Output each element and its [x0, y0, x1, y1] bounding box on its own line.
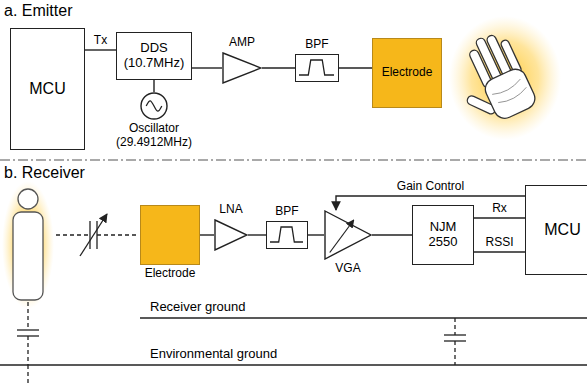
electrode-plate: Electrode [140, 205, 200, 281]
section-heading: b. Receiver [4, 164, 85, 182]
electrode-plate: Electrode [372, 38, 442, 108]
environmental-ground-line [0, 364, 587, 365]
bandpass-symbol [299, 60, 334, 75]
block-name: AMP [222, 36, 262, 50]
coupling-capacitor [56, 234, 90, 235]
filter-box [266, 221, 308, 249]
ground-label: Environmental ground [150, 347, 277, 362]
hand-illustration [491, 78, 528, 106]
oscillator-circle [140, 92, 168, 120]
signal-wire [248, 234, 266, 235]
coupling-capacitor [97, 234, 138, 235]
ground-capacitor [444, 334, 466, 335]
signal-wire [372, 234, 412, 235]
ground-capacitor [27, 302, 28, 330]
person-illustration [2, 181, 54, 309]
signal-wire [262, 67, 295, 68]
block-name: MCU [29, 80, 65, 98]
variable-gain-arrow [330, 220, 354, 253]
block-name: BPF [266, 205, 308, 219]
signal-wire [339, 67, 372, 68]
bandpass-filter: BPF [295, 38, 339, 82]
hand-illustration [449, 16, 561, 140]
signal-label: Tx [92, 34, 109, 48]
filter-box [295, 54, 339, 82]
ground-capacitor [27, 336, 28, 365]
ground-capacitor [454, 318, 455, 335]
sine-symbol [146, 101, 162, 111]
amplifier-triangle [222, 52, 262, 84]
block-name: VGA [324, 262, 372, 276]
ground-capacitor [27, 365, 28, 385]
signal-wire [153, 80, 154, 92]
amplifier-triangle: AMP [222, 36, 262, 84]
person-illustration [18, 189, 38, 209]
hand-illustration [444, 28, 539, 132]
bandpass-filter: BPF [266, 205, 308, 249]
person-illustration [13, 212, 43, 300]
vga-triangle [324, 210, 372, 260]
bandpass-symbol [270, 227, 303, 242]
block-name: Oscillator (29.4912MHz) [109, 122, 199, 150]
coupling-capacitor [89, 221, 90, 249]
oscillator-circle [141, 93, 167, 119]
vga-triangle [325, 211, 371, 259]
bandpass-symbol [296, 55, 337, 80]
block-name: DDS (10.7MHz) [121, 41, 187, 71]
section-heading: a. Emitter [4, 2, 72, 20]
ground-capacitor [444, 318, 466, 365]
signal-wire [200, 234, 214, 235]
amplifier-triangle [223, 53, 261, 83]
person-illustration [2, 181, 54, 309]
oscillator-symbol: Oscillator (29.4912MHz) [109, 92, 199, 150]
amplifier-triangle [214, 219, 248, 251]
signal-wire [474, 217, 525, 218]
signal-wire [474, 251, 525, 252]
block-name: Electrode [382, 66, 433, 80]
ground-capacitor [454, 341, 455, 365]
amplifier-triangle [215, 220, 247, 250]
signal-label: Rx [490, 202, 509, 216]
block-name: MCU [544, 221, 580, 239]
mcu-box: MCU [10, 28, 85, 150]
demodulator-box: NJM 2550 [412, 205, 474, 265]
signal-wire [192, 67, 222, 68]
receiver-ground-line [140, 317, 587, 318]
signal-wire [85, 49, 116, 50]
dds-box: DDS (10.7MHz) [116, 32, 192, 80]
ground-label: Receiver ground [150, 300, 245, 315]
section-separator [0, 159, 587, 160]
coupling-capacitor [56, 214, 138, 256]
ground-capacitor [17, 329, 39, 330]
block-name: BPF [295, 38, 339, 52]
electrode-plate [140, 205, 200, 265]
signal-label: RSSI [483, 236, 515, 250]
signal-label: Gain Control [395, 180, 466, 194]
bandpass-symbol [267, 222, 306, 247]
hand-illustration [444, 16, 561, 140]
block-name: Electrode [140, 267, 200, 281]
block-name: NJM 2550 [417, 220, 469, 250]
mcu-box: MCU [525, 185, 587, 275]
vga-triangle: VGA [324, 210, 372, 276]
amplifier-triangle: LNA [214, 203, 248, 251]
coupling-capacitor [80, 214, 107, 256]
hand-illustration [482, 66, 539, 122]
block-name: LNA [214, 203, 248, 217]
ground-capacitor [17, 302, 39, 385]
signal-wire [308, 234, 324, 235]
